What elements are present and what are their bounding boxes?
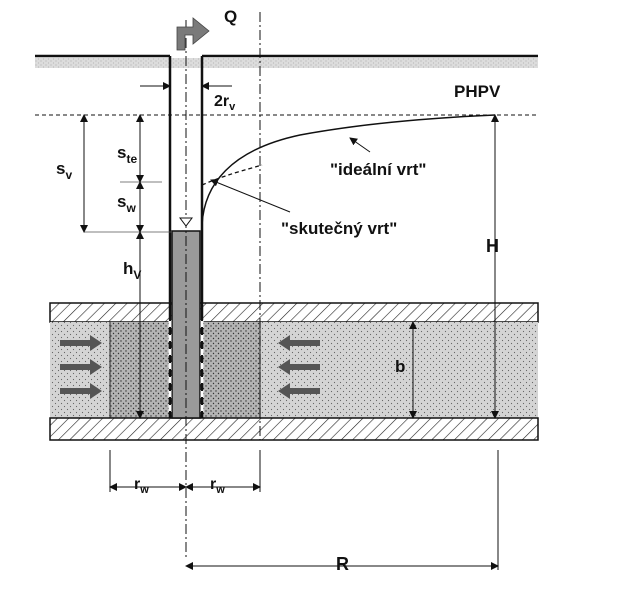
label-R: R xyxy=(336,554,349,574)
label-2rv-main: 2r xyxy=(214,93,229,110)
flow-arrow-left-3 xyxy=(60,383,102,399)
flow-arrows-left xyxy=(60,335,102,399)
label-PHPV: PHPV xyxy=(454,82,501,101)
label-ideal-well: "ideální vrt" xyxy=(330,160,426,179)
label-rw-right: rw xyxy=(210,476,225,496)
real-leader xyxy=(210,178,291,213)
ground-texture xyxy=(35,58,538,68)
flow-arrow-left-2 xyxy=(60,359,102,375)
ideal-well-curve xyxy=(201,114,496,226)
flow-arrows-right xyxy=(278,335,320,399)
real-well-curve xyxy=(201,164,263,186)
ideal-leader xyxy=(349,137,371,153)
label-rw-left-main: r xyxy=(134,476,140,493)
label-Q: Q xyxy=(224,7,237,26)
label-sw-sub: w xyxy=(125,201,136,215)
label-ste: ste xyxy=(117,143,137,166)
label-hv-main: h xyxy=(123,259,133,278)
ground-surface xyxy=(35,54,538,68)
label-2rv: 2rv xyxy=(214,93,236,113)
discharge-arrow xyxy=(176,17,210,51)
label-ste-main: s xyxy=(117,143,126,162)
flow-arrow-right-1 xyxy=(278,335,320,351)
label-hv: hV xyxy=(123,259,141,282)
label-2rv-sub: v xyxy=(229,101,236,113)
label-sv: sv xyxy=(56,159,72,182)
label-sw-main: s xyxy=(117,192,126,211)
label-rw-left: rw xyxy=(134,476,149,496)
label-ste-sub: te xyxy=(126,152,137,166)
flow-arrow-left-1 xyxy=(60,335,102,351)
flow-arrow-right-3 xyxy=(278,383,320,399)
label-b: b xyxy=(395,357,405,376)
label-rw-right-main: r xyxy=(210,476,216,493)
label-H: H xyxy=(486,236,499,256)
upper-confining-layer xyxy=(49,302,539,323)
label-sw: sw xyxy=(117,192,136,215)
flow-arrow-right-2 xyxy=(278,359,320,375)
label-sv-sub: v xyxy=(65,168,72,182)
lower-confining-layer xyxy=(49,417,539,441)
label-real-well: "skutečný vrt" xyxy=(281,219,397,238)
label-rw-right-sub: w xyxy=(215,484,225,496)
label-hv-sub: V xyxy=(133,268,141,282)
label-rw-left-sub: w xyxy=(139,484,149,496)
dynamic-level-marker xyxy=(179,217,193,227)
label-sv-main: s xyxy=(56,159,65,178)
